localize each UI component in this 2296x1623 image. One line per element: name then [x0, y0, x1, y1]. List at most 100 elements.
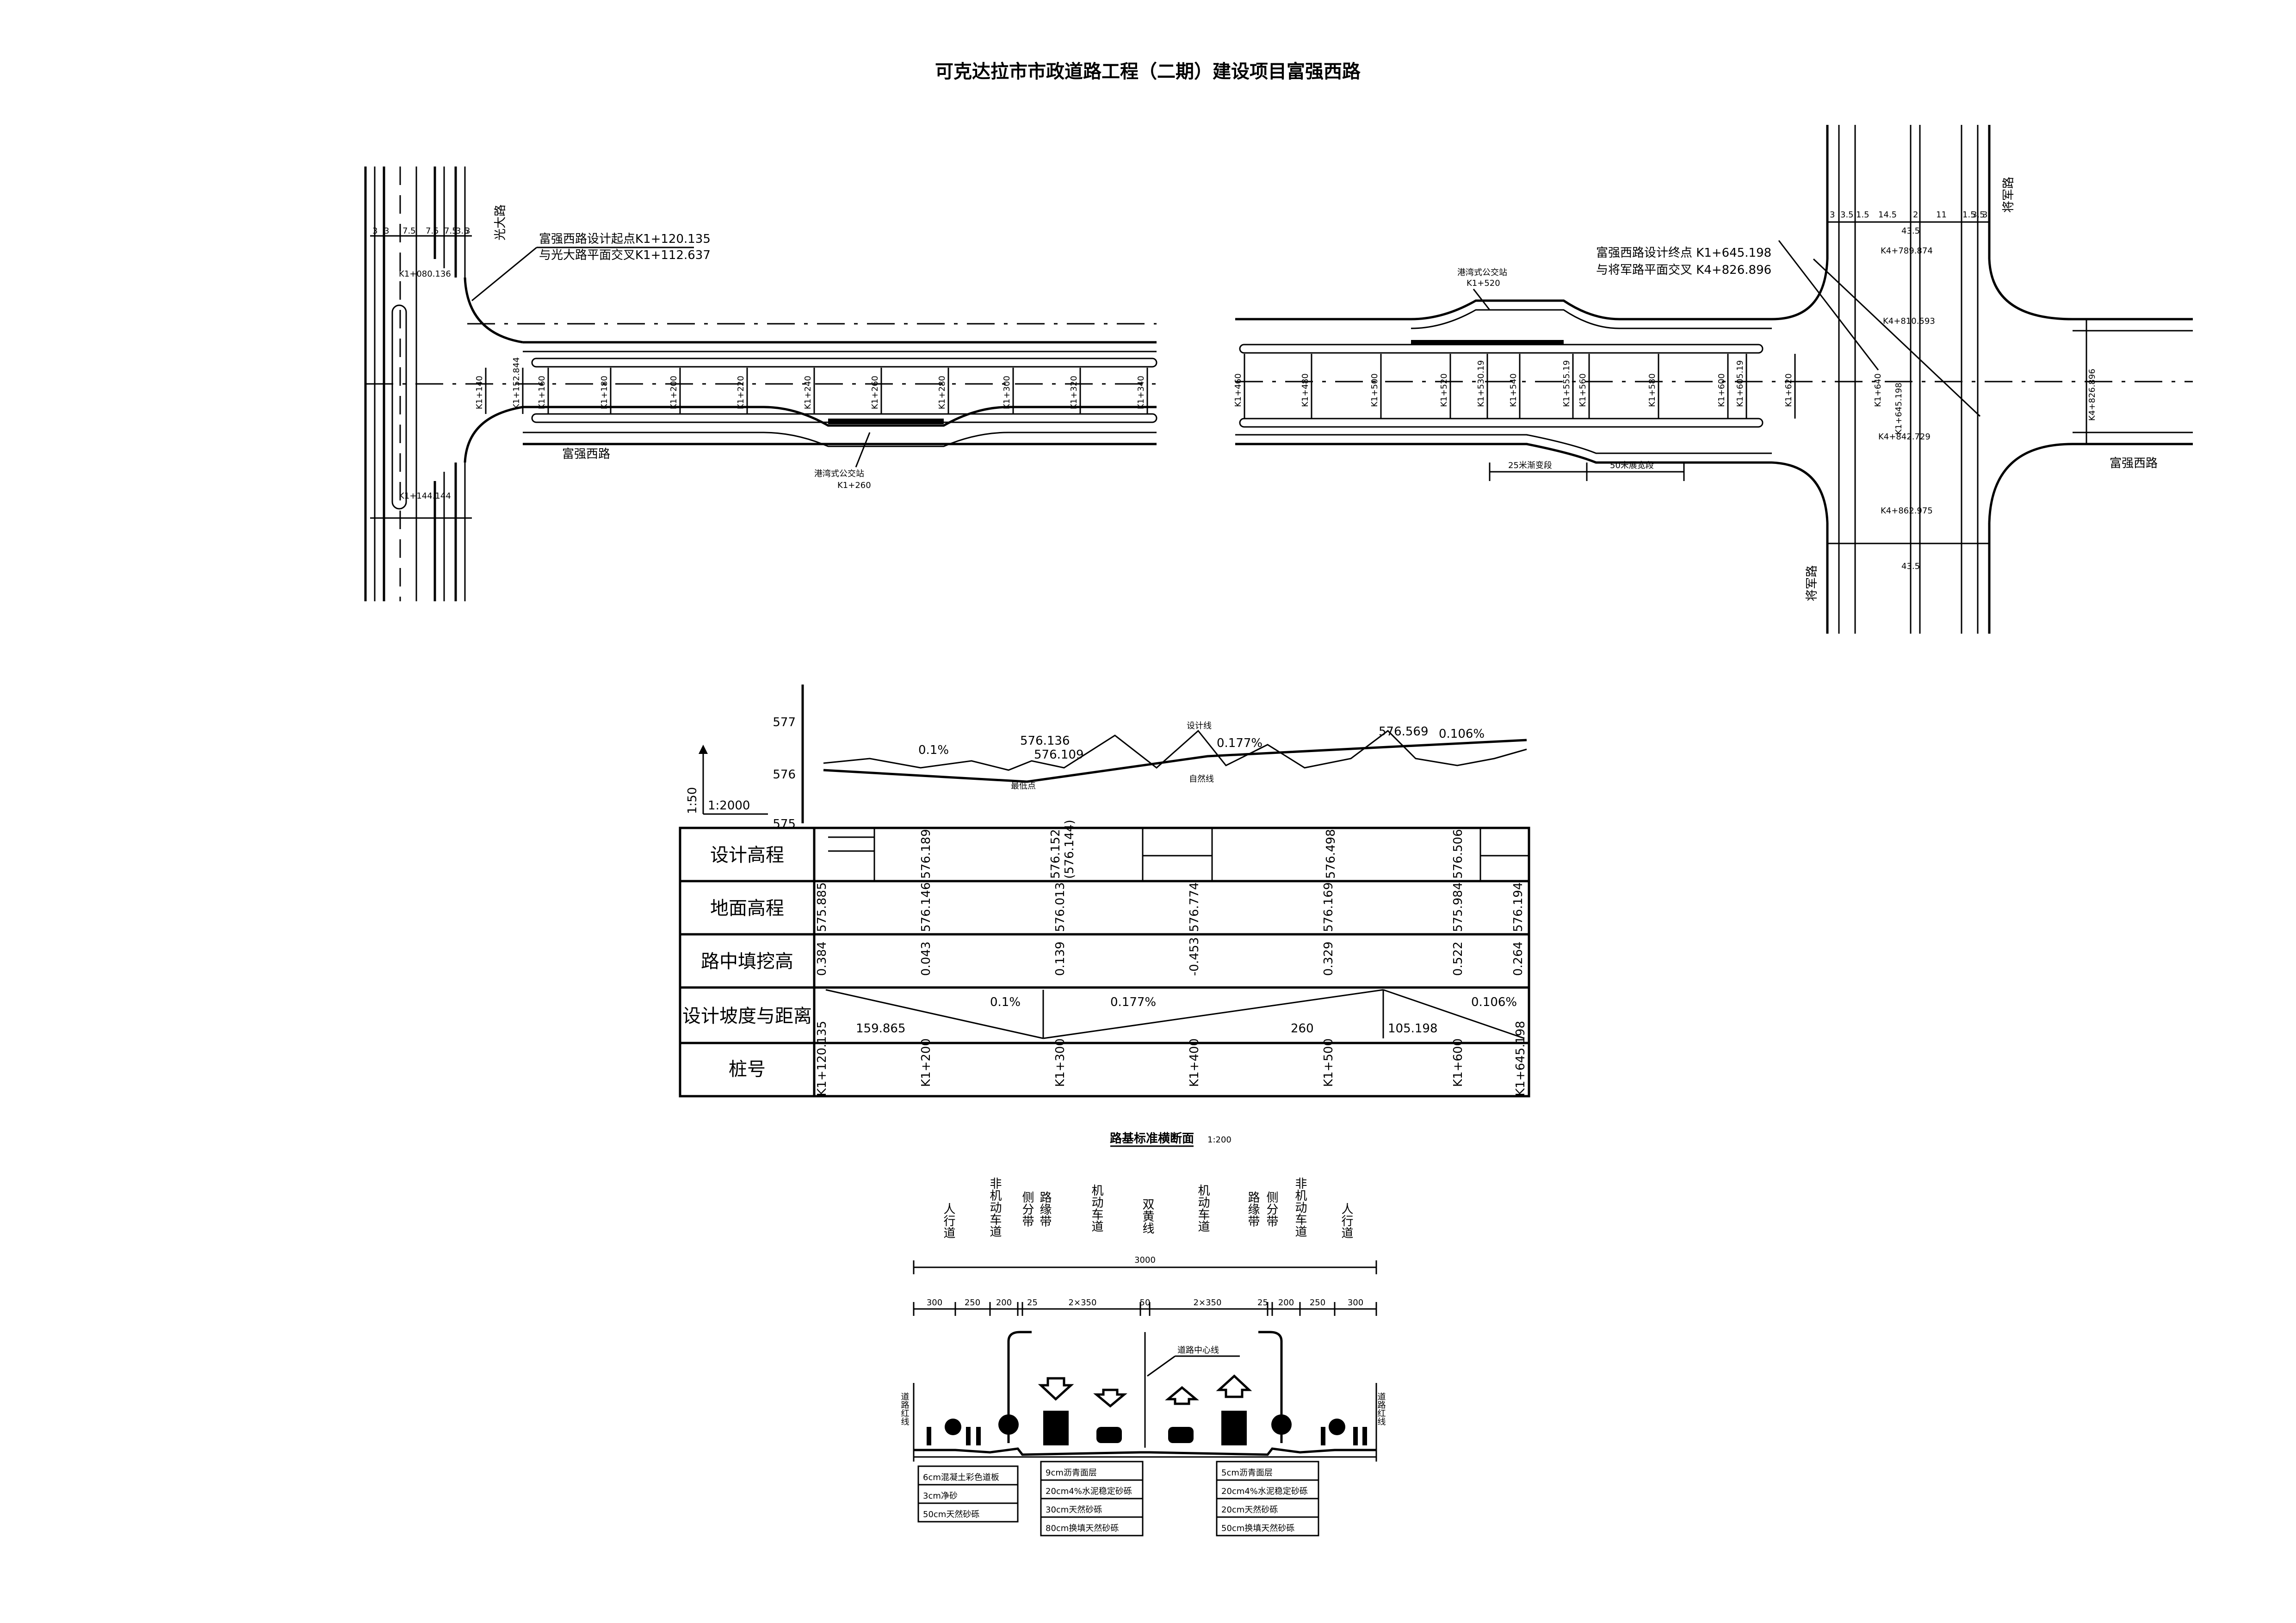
station-value: K1+400 — [1188, 1038, 1201, 1087]
left-dim: 3.5 — [456, 226, 469, 236]
left-station-label: K1+300 — [1002, 376, 1012, 409]
axis-tick-577: 577 — [773, 716, 796, 729]
dim: 50 — [1140, 1298, 1151, 1308]
ground-elev-value: 576.169 — [1322, 882, 1336, 932]
right-dim: 2 — [1913, 210, 1918, 220]
right-station-label: K1+540 — [1509, 373, 1518, 407]
right-station-label: K1+600 — [1717, 373, 1727, 407]
left-dim: 7.5 — [426, 226, 439, 236]
left-station-label: K1+152.844 — [512, 357, 521, 409]
road-name-fuqiang-left: 富强西路 — [562, 447, 610, 461]
start-note-2: 与光大路平面交叉K1+112.637 — [539, 248, 711, 262]
right-dim: 11 — [1936, 210, 1947, 220]
person-icon — [1353, 1427, 1358, 1445]
row-title-grade: 设计坡度与距离 — [682, 1006, 812, 1027]
col-label: 人行道 — [941, 1203, 955, 1239]
dim: 300 — [1348, 1298, 1363, 1308]
person-icon — [976, 1427, 981, 1445]
dim: 250 — [1310, 1298, 1325, 1308]
cut-fill-value: 0.384 — [815, 942, 829, 976]
pvi-label-1b: 576.109 — [1034, 748, 1084, 762]
end-note-1: 富强西路设计终点 K1+645.198 — [1596, 246, 1771, 260]
row-title-ground-elev: 地面高程 — [710, 898, 784, 919]
left-dim: 3 — [372, 226, 378, 236]
scale-vertical: 1:50 — [686, 787, 699, 814]
car-icon — [1168, 1427, 1194, 1443]
person-icon — [966, 1427, 971, 1445]
person-icon — [1321, 1427, 1325, 1445]
right-station-label: K1+520 — [1439, 373, 1449, 407]
left-dim: 3 — [465, 226, 470, 236]
tree-icon — [945, 1419, 961, 1435]
col-label: 路缘带 — [1246, 1191, 1260, 1227]
sidewalk-layer: 50cm天然砂砾 — [923, 1510, 979, 1519]
bike-layer: 9cm沥青面层 — [1046, 1468, 1097, 1478]
road-name-fuqiang-right: 富强西路 — [2110, 457, 2158, 470]
design-elev-value: 576.189 — [919, 829, 933, 879]
grade-length: 159.865 — [856, 1022, 906, 1036]
right-station-label: K1+530.19 — [1476, 360, 1486, 407]
design-elev-value: 576.498 — [1324, 829, 1338, 879]
bus-stop-left-station: K1+260 — [837, 481, 871, 490]
widening-label: 50米展宽段 — [1610, 461, 1654, 470]
right-station-label: K1+640 — [1873, 373, 1883, 407]
red-line-left: 道路红线 — [900, 1392, 910, 1426]
design-elev-value: 576.506 — [1451, 829, 1465, 879]
truck-icon — [1043, 1411, 1069, 1445]
road-name-jiangjun-top: 将军路 — [2002, 177, 2016, 213]
left-station-label: K1+320 — [1069, 376, 1079, 409]
segment-ticks — [913, 1302, 1377, 1316]
left-station-label: K1+340 — [1136, 376, 1146, 409]
right-dim: 3 — [1982, 210, 1987, 220]
arrow-down-icon — [1038, 1377, 1074, 1401]
end-note-2: 与将军路平面交叉 K4+826.896 — [1596, 263, 1771, 277]
left-dim: 3 — [384, 226, 389, 236]
left-station-label: K1+280 — [937, 376, 947, 409]
person-icon — [1362, 1427, 1367, 1445]
sidewalk-layer: 6cm混凝土彩色道板 — [923, 1473, 999, 1482]
dim: 250 — [965, 1298, 980, 1308]
col-label: 双黄线 — [1140, 1198, 1154, 1234]
street-light-icon — [1007, 1331, 1032, 1443]
ground-elev-value: 576.013 — [1053, 882, 1067, 932]
cut-fill-value: 0.139 — [1053, 942, 1067, 976]
grade-label-1: 0.1% — [918, 743, 949, 757]
grade-label-3: 0.106% — [1439, 727, 1485, 741]
arrow-up-icon — [1216, 1374, 1252, 1398]
right-dim: 1.5 — [1962, 210, 1976, 220]
left-station-label: K1+200 — [669, 376, 679, 409]
dim: 200 — [1278, 1298, 1294, 1308]
left-bottom-station: K1+144.144 — [399, 491, 451, 501]
right-station-label: K1+480 — [1300, 373, 1310, 407]
grade-label-2: 0.177% — [1217, 736, 1262, 750]
drawing-title: 可克达拉市市政道路工程（二期）建设项目富强西路 — [935, 61, 1361, 82]
transition-label: 25米渐变段 — [1508, 461, 1552, 470]
right-station-label: K1+580 — [1647, 373, 1657, 407]
arrow-up-icon — [1165, 1386, 1199, 1405]
cross-section: 路基标准横断面 1:200 人行道 非机动车道 侧分带 路缘带 机动车道 双黄线… — [900, 1131, 1386, 1537]
arrow-down-icon — [1093, 1388, 1127, 1408]
right-dim: 3 — [1830, 210, 1835, 220]
road-name-guangda: 光大路 — [494, 204, 507, 241]
cut-fill-value: 0.522 — [1451, 942, 1465, 976]
row-title-station: 桩号 — [729, 1059, 766, 1080]
station-value: K1+645.198 — [1514, 1021, 1528, 1096]
section-scale: 1:200 — [1207, 1135, 1232, 1145]
start-note-1: 富强西路设计起点K1+120.135 — [539, 232, 711, 246]
col-label: 非机动车道 — [1293, 1177, 1307, 1237]
right-dim: 3.5 — [1840, 210, 1854, 220]
dim: 2×350 — [1069, 1298, 1097, 1308]
cross-station: K4+810.593 — [1883, 316, 1935, 326]
cross-total-top: 43.5 — [1901, 226, 1920, 236]
bus-stop-right: 港湾式公交站 — [1457, 268, 1507, 278]
dim: 2×350 — [1194, 1298, 1222, 1308]
motor-layer: 50cm换填天然砂砾 — [1221, 1524, 1294, 1533]
col-label: 机动车道 — [1196, 1184, 1210, 1232]
left-station-label: K1+160 — [537, 376, 547, 409]
grade-length: 260 — [1291, 1022, 1314, 1036]
car-icon — [1096, 1427, 1122, 1443]
cut-fill-value: 0.264 — [1511, 942, 1525, 976]
design-line-label: 设计线 — [1187, 721, 1212, 731]
ground-elev-value: 576.194 — [1511, 882, 1525, 932]
